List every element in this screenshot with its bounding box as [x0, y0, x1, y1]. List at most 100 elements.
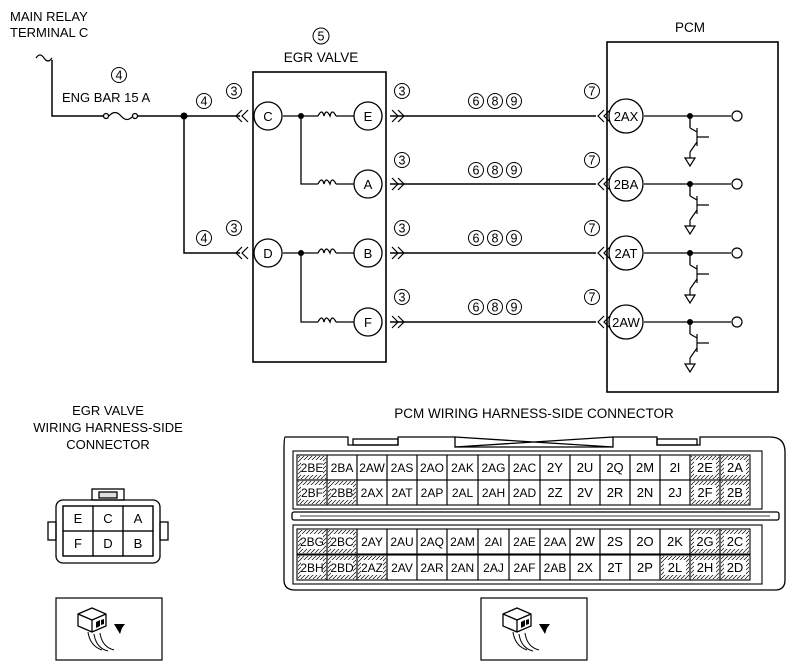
pcm-cavity-label: 2J	[668, 485, 682, 500]
transistor-symbols	[683, 127, 709, 374]
ref-9-row3-text: 9	[511, 232, 518, 246]
ref-6-row1-text: 6	[473, 95, 480, 109]
pcm-box	[606, 41, 779, 393]
fuse-label: ENG BAR 15 A	[62, 90, 150, 105]
pcm-cavity: 2AC	[508, 454, 541, 481]
ref-9-row2-text: 9	[511, 164, 518, 178]
egr-pin-d: D	[253, 238, 283, 268]
fuse-symbol	[102, 111, 139, 121]
ref-8-row2-text: 8	[492, 164, 499, 178]
pcm-cavity-label: 2V	[577, 485, 593, 500]
ref-6-row2-text: 6	[473, 164, 480, 178]
pcm-cavity-label: 2Z	[547, 485, 562, 500]
ref-3-row3-left: 3	[226, 220, 242, 236]
egr-cavity-label: A	[134, 511, 143, 526]
ref-5-egr-text: 5	[318, 30, 325, 44]
pcm-cavity-label: 2I	[670, 460, 681, 475]
pcm-cavity-label: 2E	[697, 460, 713, 475]
connector-chevrons-right	[391, 109, 611, 329]
pcm-cavity-label: 2AJ	[483, 561, 504, 575]
pcm-cavity-label: 2C	[727, 534, 744, 549]
pcm-cavity: 2L	[659, 554, 691, 581]
ref-3-row2-right: 3	[394, 152, 410, 168]
pcm-cavity: 2AH	[477, 479, 510, 506]
pcm-cavity-label: 2K	[667, 534, 683, 549]
pcm-splice-dots	[687, 113, 693, 325]
pcm-cavity-label: 2AC	[513, 461, 537, 475]
egr-cavity-label: E	[74, 511, 83, 526]
egr-cavity: C	[92, 505, 124, 532]
ref-3-row1-left: 3	[226, 83, 242, 99]
egr-cavity: B	[122, 530, 154, 557]
ref-3-row4-right: 3	[394, 289, 410, 305]
pcm-cavity-label: 2W	[575, 534, 595, 549]
egr-cavity-label: C	[103, 511, 112, 526]
egr-pin-a: A	[353, 169, 383, 199]
main-relay-label-line2: TERMINAL C	[10, 25, 88, 40]
pcm-cavity-label: 2AX	[361, 486, 384, 500]
pcm-cavity-label: 2AO	[420, 461, 444, 475]
egr-cavity: E	[62, 505, 94, 532]
pcm-pin-2ax-label: 2AX	[614, 109, 639, 124]
connector-chevron-d	[235, 246, 249, 260]
pcm-cavity-label: 2S	[607, 534, 623, 549]
ref-4-fuse: 4	[111, 67, 127, 83]
pcm-pin-2aw: 2AW	[608, 304, 644, 340]
supply-wire	[138, 115, 240, 254]
egr-connector-title-line1: EGR VALVE	[72, 403, 144, 418]
egr-splice-dot-top	[298, 113, 304, 119]
egr-view-direction-icon	[55, 597, 163, 661]
pcm-cavity: 2AY	[356, 528, 388, 555]
pcm-cavity-label: 2AF	[513, 561, 535, 575]
pcm-cavity-label: 2AU	[390, 535, 413, 549]
ref-4-fuse-text: 4	[116, 69, 123, 83]
pcm-cavity: 2BC	[326, 528, 358, 555]
pcm-cavity-label: 2L	[668, 560, 682, 575]
pcm-cavity-label: 2P	[637, 560, 653, 575]
pcm-cavity: 2G	[689, 528, 721, 555]
pcm-cavity-label: 2AB	[544, 561, 567, 575]
pcm-cavity-label: 2AZ	[361, 561, 383, 575]
pcm-cavity-label: 2AW	[359, 461, 385, 475]
pcm-cavity: 2AU	[386, 528, 418, 555]
pcm-cavity-label: 2D	[727, 560, 744, 575]
pcm-cavity: 2AL	[446, 479, 479, 506]
ref-7-row2-text: 7	[589, 154, 596, 168]
egr-internal-wiring	[283, 111, 354, 324]
pcm-cavity-label: 2BD	[330, 561, 354, 575]
ref-4-row1-text: 4	[201, 95, 208, 109]
pcm-cavity: 2W	[569, 528, 601, 555]
ref-6-row3-text: 6	[473, 232, 480, 246]
pcm-pin-2ba-label: 2BA	[614, 177, 639, 192]
egr-cavity: D	[92, 530, 124, 557]
pcm-cavity: 2N	[629, 479, 661, 506]
ref-3-row3-right: 3	[394, 220, 410, 236]
ref-3-row1-right-text: 3	[399, 85, 406, 99]
pcm-cavity: 2AM	[446, 528, 479, 555]
pcm-cavity-label: 2U	[577, 460, 594, 475]
ref-9-row4-text: 9	[511, 301, 518, 315]
egr-pin-d-label: D	[263, 246, 272, 261]
pcm-cavity: 2AS	[386, 454, 418, 481]
pcm-cavity: 2AZ	[356, 554, 388, 581]
pcm-cavity-label: 2AQ	[420, 535, 444, 549]
refs-689-row1: 6 8 9	[468, 93, 522, 109]
ref-9-row1-text: 9	[511, 95, 518, 109]
egr-splice-dot-bottom	[298, 250, 304, 256]
pcm-cavity-label: 2B	[727, 485, 743, 500]
ref-8-row3-text: 8	[492, 232, 499, 246]
pcm-cavity-label: 2AD	[513, 486, 537, 500]
pcm-connector-title: PCM WIRING HARNESS-SIDE CONNECTOR	[394, 406, 674, 421]
egr-pin-e-label: E	[364, 109, 373, 124]
pcm-cavity: 2Q	[599, 454, 631, 481]
pcm-cavity: 2AR	[416, 554, 448, 581]
egr-pin-c-label: C	[263, 109, 272, 124]
pcm-connector-shell	[283, 436, 786, 591]
pcm-cavity-label: 2BB	[331, 486, 354, 500]
pcm-cavity-label: 2T	[607, 560, 622, 575]
pcm-cavity: 2AI	[477, 528, 510, 555]
egr-valve-box	[252, 71, 387, 363]
